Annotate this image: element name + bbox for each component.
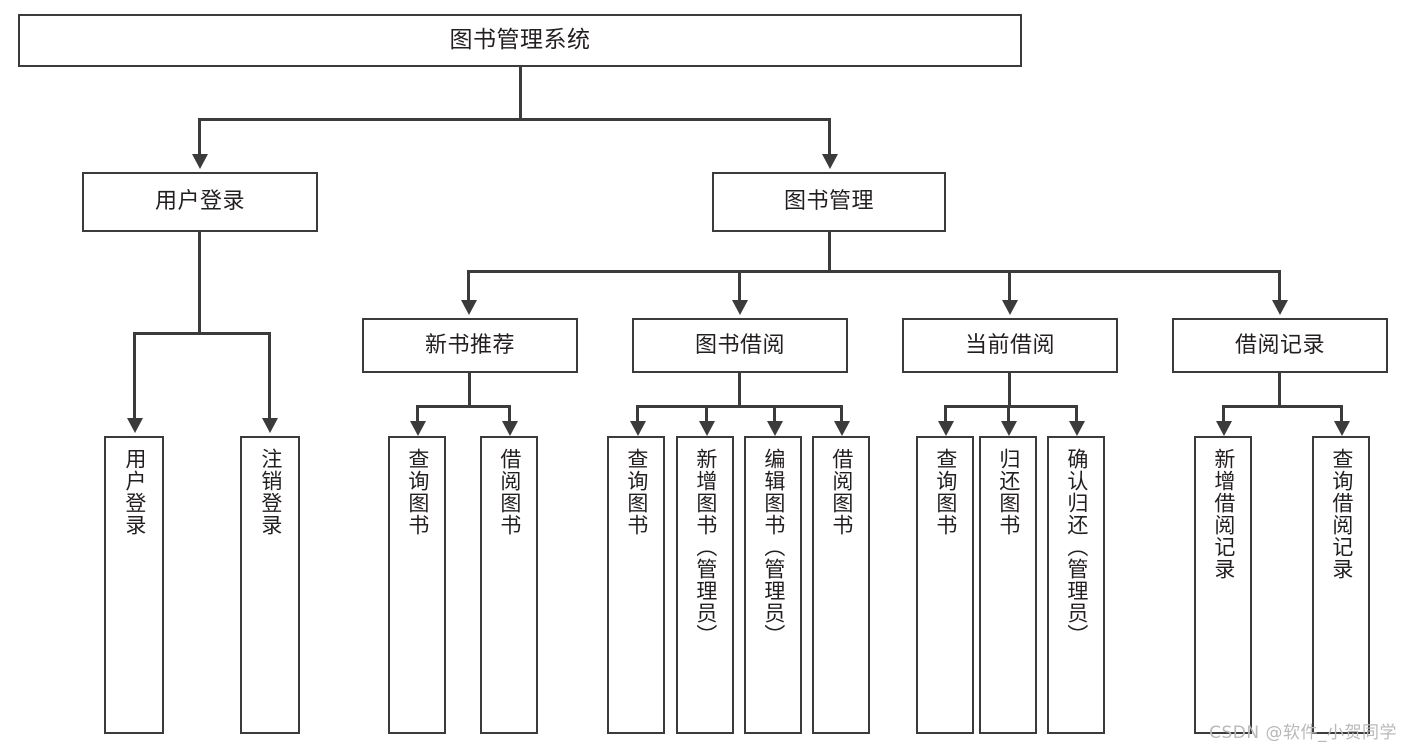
node-label: 借阅图书 [829,448,854,536]
arrowhead-current-borrow-leaf-1 [937,421,954,436]
arrowhead-current-borrow [1001,300,1018,315]
node-label: 用户登录 [154,189,245,215]
node-label: 查询借阅记录 [1329,448,1354,580]
leaf-borrow-book[interactable]: 借阅图书 [812,436,870,734]
node-label: 借阅图书 [497,448,522,536]
arrowhead-borrow-record [1271,300,1288,315]
connector-borrow-record-leaf-1 [1222,405,1225,423]
node-label: 新书推荐 [424,332,515,358]
node-current-borrow[interactable]: 当前借阅 [902,318,1118,373]
connector-current-borrow-leaf-2 [1007,405,1010,423]
node-borrow-record[interactable]: 借阅记录 [1172,318,1388,373]
leaf-edit-book-admin[interactable]: 编辑图书（管理员） [744,436,802,734]
node-book-management[interactable]: 图书管理 [712,172,946,232]
arrowhead-book-borrow [731,300,748,315]
connector-current-borrow-leaf-1 [944,405,947,423]
connector-root-bus [198,118,831,121]
connector-book-borrow-leaf-4 [840,405,843,423]
arrowhead-book-manage [821,154,838,169]
arrowhead-leaf-logout [261,418,278,433]
arrowhead-user-login [191,154,208,169]
leaf-logout[interactable]: 注销登录 [240,436,300,734]
connector-current-borrow-leaf-3 [1075,405,1078,423]
node-label: 编辑图书（管理员） [761,448,786,646]
node-label: 新增借阅记录 [1211,448,1236,580]
connector-user-login-bus [133,332,268,335]
connector-user-login-leaf-2 [268,332,271,420]
arrowhead-current-borrow-leaf-3 [1068,421,1085,436]
connector-root-to-book-manage [828,118,831,156]
arrowhead-book-borrow-leaf-4 [833,421,850,436]
arrowhead-current-borrow-leaf-2 [1000,421,1017,436]
connector-book-borrow-stem [738,373,741,407]
node-label: 查询图书 [624,448,649,536]
arrowhead-new-book-leaf-2 [501,421,518,436]
leaf-add-borrow-record[interactable]: 新增借阅记录 [1194,436,1252,734]
node-label: 注销登录 [258,448,283,536]
node-book-borrow[interactable]: 图书借阅 [632,318,848,373]
node-label: 借阅记录 [1234,332,1325,358]
node-label: 图书管理 [783,189,874,215]
node-label: 确认归还（管理员） [1064,448,1089,646]
node-user-login[interactable]: 用户登录 [82,172,318,232]
connector-root-to-user-login [198,118,201,156]
node-label: 图书借阅 [694,332,785,358]
node-label: 查询图书 [405,448,430,536]
connector-to-current-borrow [1008,270,1011,302]
connector-current-borrow-bus [944,405,1078,408]
leaf-user-login[interactable]: 用户登录 [104,436,164,734]
connector-book-borrow-leaf-2 [705,405,708,423]
node-label: 新增图书（管理员） [693,448,718,646]
node-label: 归还图书 [996,448,1021,536]
connector-user-login-leaf-1 [133,332,136,420]
node-label: 用户登录 [122,448,147,536]
connector-borrow-record-bus [1222,405,1342,408]
connector-borrow-record-stem [1278,373,1281,407]
leaf-query-borrow-record[interactable]: 查询借阅记录 [1312,436,1370,734]
node-label: 查询图书 [933,448,958,536]
connector-to-book-borrow [738,270,741,302]
node-new-book-recommend[interactable]: 新书推荐 [362,318,578,373]
connector-new-book-leaf-2 [508,405,511,423]
connector-new-book-bus [416,405,510,408]
node-book-management-system[interactable]: 图书管理系统 [18,14,1022,67]
connector-book-borrow-bus [636,405,843,408]
connector-level3-bus [467,270,1280,273]
leaf-query-book-borrow[interactable]: 查询图书 [607,436,665,734]
arrowhead-book-borrow-leaf-2 [698,421,715,436]
connector-user-login-stem [198,232,201,334]
arrowhead-book-borrow-leaf-1 [629,421,646,436]
node-label: 图书管理系统 [449,27,591,54]
arrowhead-book-borrow-leaf-3 [766,421,783,436]
connector-book-borrow-leaf-1 [636,405,639,423]
connector-new-book-stem [468,373,471,407]
arrowhead-leaf-user-login [126,418,143,433]
leaf-query-book-recommend[interactable]: 查询图书 [388,436,446,734]
connector-root-stem [518,67,522,119]
watermark-text: CSDN @软件_小贺同学 [1209,723,1397,743]
connector-borrow-record-leaf-2 [1340,405,1343,423]
connector-new-book-leaf-1 [416,405,419,423]
arrowhead-new-book-leaf-1 [409,421,426,436]
connector-to-new-book [467,270,470,302]
arrowhead-new-book-recommend [460,300,477,315]
node-label: 当前借阅 [964,332,1055,358]
leaf-return-book[interactable]: 归还图书 [979,436,1037,734]
arrowhead-borrow-record-leaf-2 [1333,421,1350,436]
leaf-query-book-current[interactable]: 查询图书 [916,436,974,734]
leaf-borrow-book-recommend[interactable]: 借阅图书 [480,436,538,734]
arrowhead-borrow-record-leaf-1 [1215,421,1232,436]
connector-book-borrow-leaf-3 [773,405,776,423]
leaf-confirm-return-admin[interactable]: 确认归还（管理员） [1047,436,1105,734]
connector-to-borrow-record [1278,270,1281,302]
leaf-add-book-admin[interactable]: 新增图书（管理员） [676,436,734,734]
connector-current-borrow-stem [1008,373,1011,407]
connector-book-manage-stem [828,232,831,272]
